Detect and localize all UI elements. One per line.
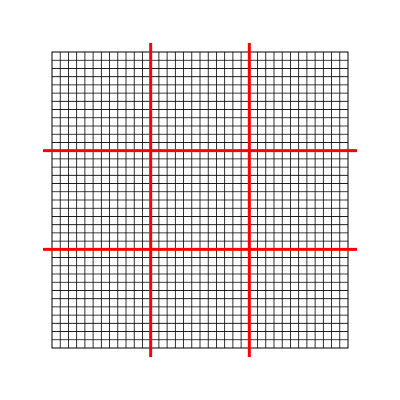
grid-lines bbox=[52, 52, 348, 348]
red-divider-lines bbox=[43, 43, 357, 357]
grid-border bbox=[51, 51, 349, 349]
